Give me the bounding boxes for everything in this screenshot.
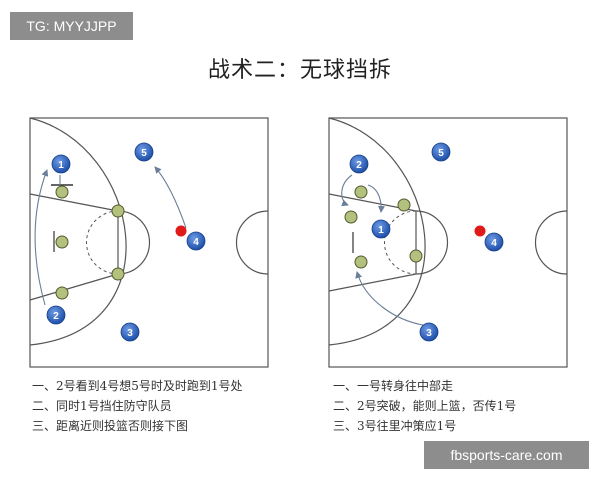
note-line: 二、2号突破，能则上篮，否传1号 [333, 399, 517, 413]
player-number: 2 [53, 311, 59, 322]
player-marker [120, 322, 140, 342]
court-boundary [29, 117, 269, 368]
player-2: 2 [46, 305, 66, 325]
lane-bottom [29, 273, 119, 301]
player-marker [419, 322, 439, 342]
arrow-2-to-1 [367, 184, 385, 213]
movement-arrows [34, 166, 187, 306]
watermark: fbsports-care.com [424, 441, 589, 469]
free-throw-arc [415, 210, 449, 275]
defender-marker [354, 185, 368, 199]
defender-marker [397, 198, 411, 212]
lane-bottom [328, 273, 417, 292]
player-number: 4 [193, 237, 199, 248]
player-marker [484, 232, 504, 252]
free-throw-arc-dashed [384, 210, 417, 275]
player-number: 3 [426, 328, 432, 339]
center-circle [235, 210, 269, 275]
defender-marker [55, 286, 69, 300]
notes-right: 一、一号转身往中部走 二、2号突破，能则上篮，否传1号 三、3号往里冲策应1号 [333, 376, 516, 436]
defenders [55, 185, 125, 300]
player-number: 1 [58, 160, 64, 171]
player-5: 5 [431, 142, 451, 162]
player-marker [134, 142, 154, 162]
defender-marker [344, 210, 358, 224]
defender-marker [409, 249, 423, 263]
court-boundary [328, 117, 568, 368]
tg-badge: TG: MYYJJPP [10, 12, 133, 40]
player-5: 5 [134, 142, 154, 162]
arrow-2-drive [341, 174, 353, 207]
ball-marker [175, 225, 187, 237]
player-4: 4 [186, 231, 206, 251]
player-3: 3 [419, 322, 439, 342]
player-1: 1 [371, 219, 391, 239]
arrow-3-cut [355, 271, 424, 326]
court-right: 2 5 1 4 3 [328, 117, 568, 368]
movement-arrows [341, 174, 424, 326]
arrow-2-cut-up [34, 169, 49, 306]
page-title: 战术二：无球挡拆 [207, 58, 392, 83]
free-throw-arc [117, 210, 151, 275]
player-marker [186, 231, 206, 251]
notes-left: 一、2号看到4号想5号时及时跑到1号处 二、同时1号挡住防守队员 三、距离近则投… [32, 376, 243, 436]
note-line: 一、2号看到4号想5号时及时跑到1号处 [32, 379, 243, 393]
player-number: 5 [141, 148, 147, 159]
player-marker [51, 154, 71, 174]
player-1: 1 [51, 154, 71, 174]
player-3: 3 [120, 322, 140, 342]
ball-marker [474, 225, 486, 237]
note-line: 三、距离近则投篮否则接下图 [32, 419, 189, 433]
player-2: 2 [349, 154, 369, 174]
player-marker [46, 305, 66, 325]
defender-marker [111, 267, 125, 281]
court-left: 1 5 4 2 3 [29, 117, 269, 368]
three-point-arc [29, 117, 127, 346]
player-marker [431, 142, 451, 162]
three-point-arc [328, 117, 426, 346]
note-line: 一、一号转身往中部走 [333, 379, 454, 393]
player-number: 3 [127, 328, 133, 339]
defender-marker [55, 185, 69, 199]
player-number: 5 [438, 148, 444, 159]
defender-marker [111, 204, 125, 218]
defender-marker [55, 235, 69, 249]
player-marker [371, 219, 391, 239]
player-4: 4 [484, 232, 504, 252]
player-number: 2 [356, 160, 362, 171]
player-number: 1 [378, 225, 384, 236]
note-line: 三、3号往里冲策应1号 [333, 419, 457, 433]
center-circle [534, 210, 568, 275]
defenders [344, 185, 423, 269]
arrow-4-to-5 [154, 166, 187, 229]
note-line: 二、同时1号挡住防守队员 [32, 399, 172, 413]
defender-marker [354, 255, 368, 269]
free-throw-arc-dashed [86, 210, 119, 275]
player-marker [349, 154, 369, 174]
lane-top [29, 193, 119, 212]
player-number: 4 [491, 238, 497, 249]
